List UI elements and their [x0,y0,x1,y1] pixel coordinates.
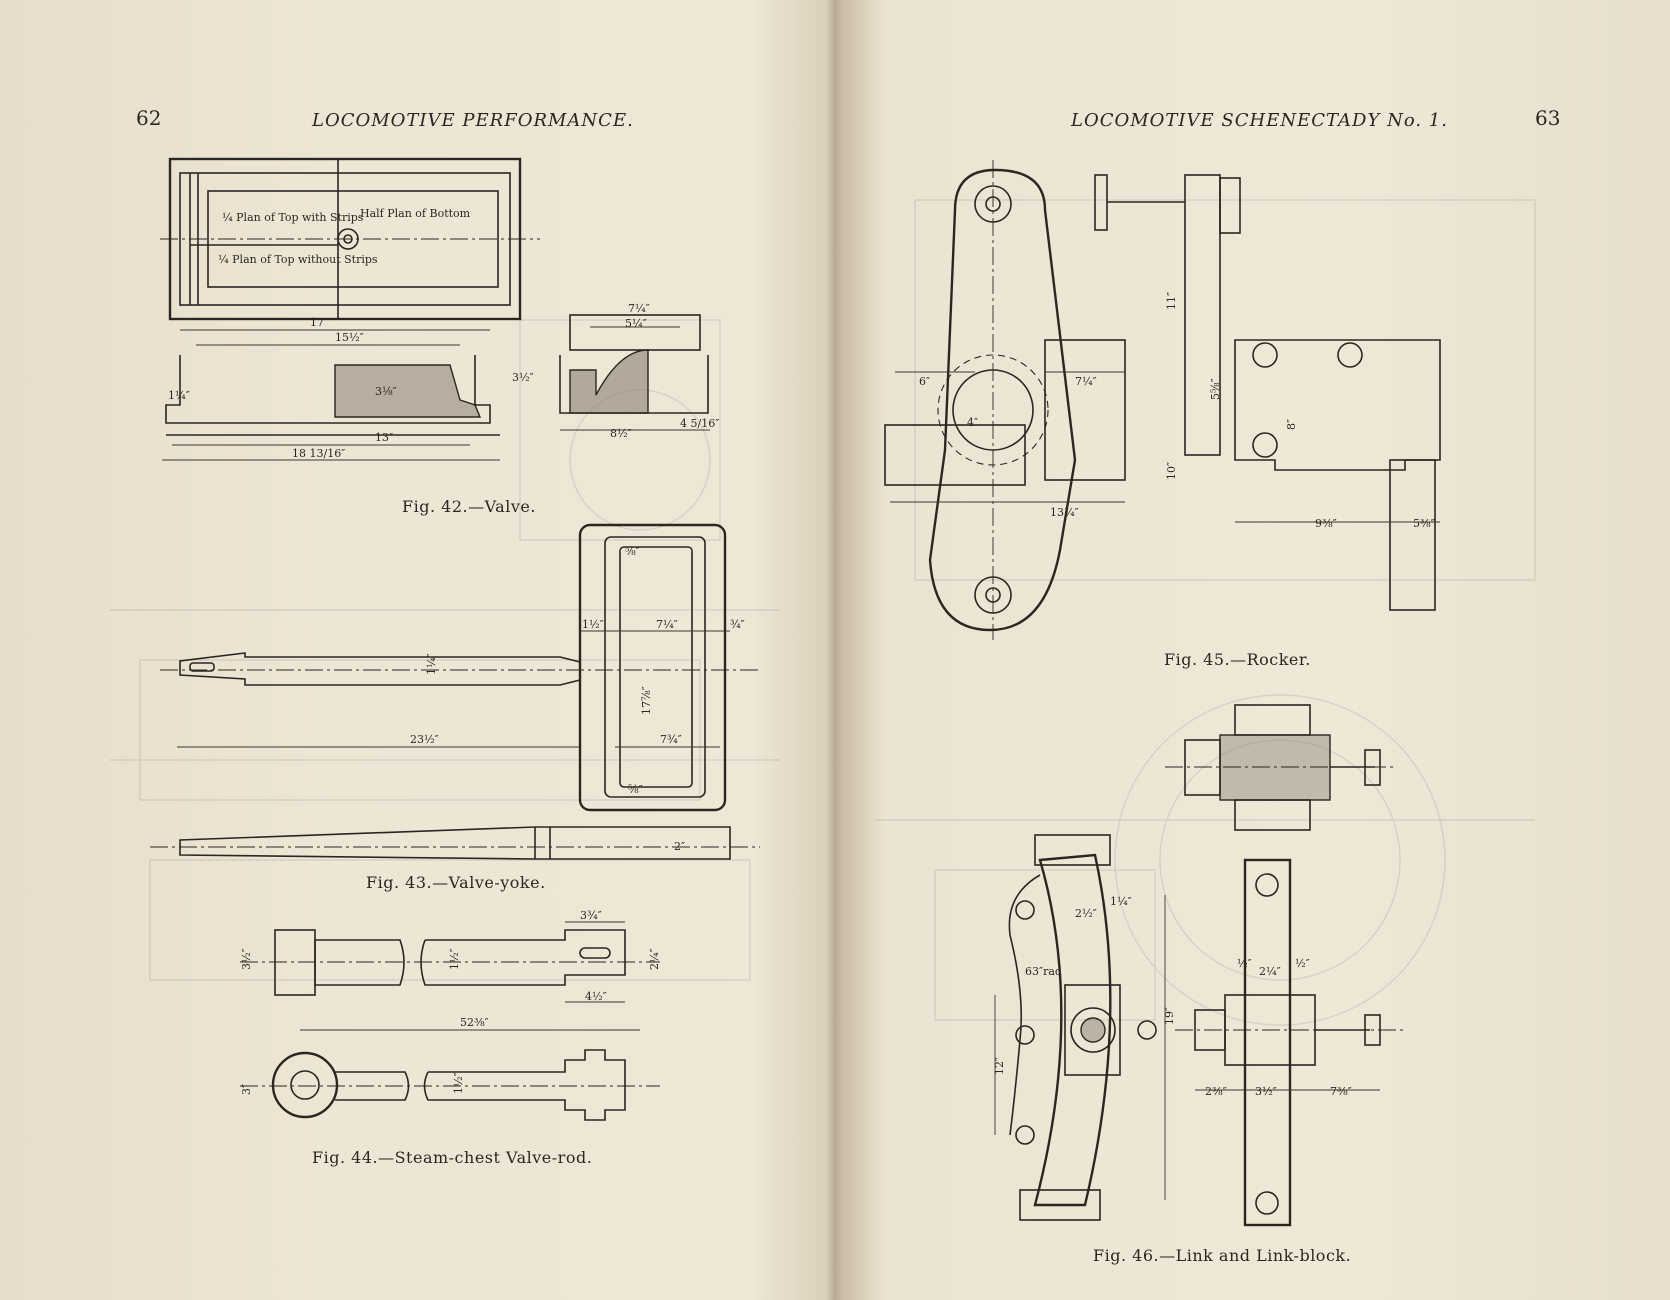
rod-dim-3: 3″ [240,1084,253,1095]
rocker-dim-13q: 13¼″ [1050,506,1079,519]
rocker-dim-10: 10″ [1165,462,1178,480]
yoke-dim-1q: 1¼″ [425,653,438,675]
valve-label-quarter-without-strips: ¼ Plan of Top without Strips [218,253,378,266]
link-dim-rad: 63″rad [1025,965,1062,978]
rocker-dim-7q: 7¼″ [1075,375,1097,388]
running-head: LOCOMOTIVE PERFORMANCE. [312,110,634,131]
valve-dim-13: 13″ [375,431,393,444]
valve-dim-1q: 1¼″ [168,389,190,402]
link-dim-2h: 2½″ [1075,907,1097,920]
figure-caption-rocker: Fig. 45.—Rocker. [1164,650,1311,669]
figure-caption-valve: Fig. 42.—Valve. [402,497,536,516]
figure-valve-drawing: ¼ Plan of Top with Strips Half Plan of B… [160,157,719,461]
figure-caption-valve-yoke: Fig. 43.—Valve-yoke. [366,873,546,892]
rocker-dim-8: 8″ [1285,419,1298,430]
rod-dim-3h: 3½″ [240,948,253,970]
rod-dim-3q: 3¾″ [580,909,602,922]
rocker-dim-5e: 5⅝″ [1209,378,1222,400]
rod-dim-1h2: 1½″ [452,1072,465,1094]
link-dim-h2: ½″ [1295,957,1310,970]
right-page: LOCOMOTIVE SCHENECTADY No. 1. 63 4″ 6″ 7… [835,0,1670,1300]
valve-dim-18: 18 13/16″ [292,447,345,460]
figure-valve-yoke-drawing: 1¼″ 1½″ 7¼″ ¾″ ⅝″ 17⅞″ 23½″ 7¾″ ⅝″ 2″ [150,523,760,860]
link-dim-h1: ½″ [1237,957,1252,970]
yoke-dim-1h: 1½″ [582,618,604,631]
valve-dim-3h: 3½″ [512,371,534,384]
figure-valve-rod-drawing: 3¾″ 3½″ 1½″ 2¼″ 4½″ 52⅜″ 3″ 1½″ [240,909,661,1121]
yoke-dim-7q: 7¼″ [656,618,678,631]
link-dim-2e: 2⅜″ [1205,1085,1227,1098]
yoke-dim-5e2: ⅝″ [628,783,643,796]
rocker-dim-5: 5⅜″ [1413,517,1435,530]
rod-dim-4h: 4½″ [585,990,607,1003]
valve-dim-15h: 15½″ [335,331,364,344]
book-gutter [826,0,844,1300]
running-head: LOCOMOTIVE SCHENECTADY No. 1. [1071,110,1448,131]
rocker-dim-6: 6″ [919,375,930,388]
figure-link-drawing: 2½″ 1¼″ 63″rad 19″ 12″ 2¼″ ½″ ½″ 2⅜″ 3½″… [993,704,1405,1227]
link-dim-1q: 1¼″ [1110,895,1132,908]
rod-dim-2q: 2¼″ [648,948,661,970]
valve-label-quarter-with-strips: ¼ Plan of Top with Strips [222,211,364,224]
figure-rocker-drawing: 4″ 6″ 7¼″ 13¼″ 11″ 10″ 5⅝″ 8″ [884,160,1441,640]
link-dim-7e: 7⅜″ [1330,1085,1352,1098]
left-page: 62 LOCOMOTIVE PERFORMANCE. ¼ Plan of Top… [110,106,780,1167]
yoke-dim-3q: ¾″ [730,618,745,631]
rocker-dim-11: 11″ [1165,292,1178,310]
valve-dim-7q: 7¼″ [628,302,650,315]
yoke-dim-7r: 7¾″ [660,733,682,746]
link-dim-12: 12″ [993,1057,1006,1075]
link-dim-2q: 2¼″ [1259,965,1281,978]
valve-dim-3q: 3⅛″ [375,385,397,398]
valve-dim-4: 4 5/16″ [680,417,719,430]
link-dim-3h: 3½″ [1255,1085,1277,1098]
figure-caption-valve-rod: Fig. 44.—Steam-chest Valve-rod. [312,1148,593,1167]
page-number: 62 [136,106,162,130]
figure-caption-link: Fig. 46.—Link and Link-block. [1093,1246,1352,1265]
rocker-dim-9: 9⅜″ [1315,517,1337,530]
valve-dim-5q: 5¼″ [625,317,647,330]
valve-dim-17: 17″ [310,316,328,329]
yoke-dim-23: 23½″ [410,733,439,746]
rocker-dim-4: 4″ [967,416,978,429]
rod-dim-52: 52⅜″ [460,1016,489,1029]
valve-dim-8h: 8½″ [610,427,632,440]
yoke-dim-2: 2″ [674,840,685,853]
yoke-dim-5e: ⅝″ [625,545,640,558]
show-through-drawing [875,199,1536,1026]
page-number: 63 [1535,106,1561,130]
yoke-dim-17: 17⅞″ [640,686,653,715]
valve-label-half-bottom: Half Plan of Bottom [360,207,471,220]
rod-dim-1h: 1½″ [448,948,461,970]
link-dim-19: 19″ [1163,1007,1176,1025]
